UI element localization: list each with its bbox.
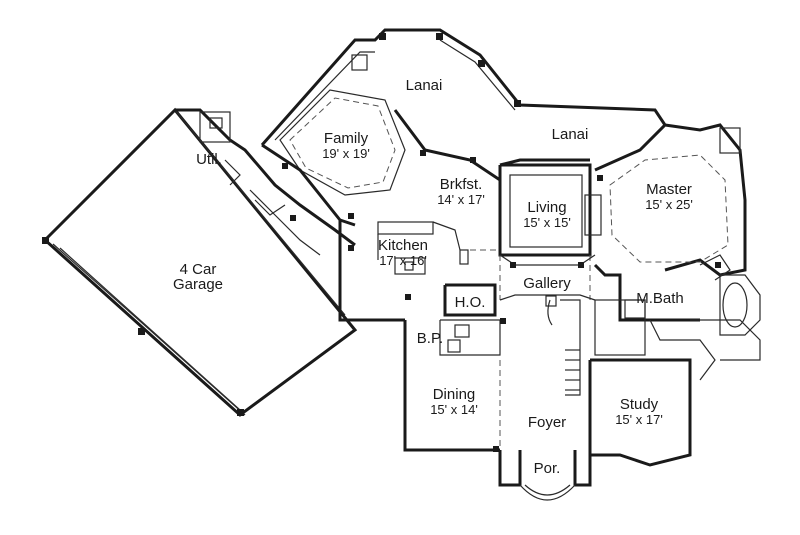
foyer-label: Foyer [527, 414, 567, 431]
utility-walls [175, 108, 356, 256]
office-dining-walls [403, 283, 506, 452]
gallery-walls [499, 254, 596, 301]
family-lanai-walls [260, 28, 667, 227]
lanai-upper-label: Lanai [405, 77, 443, 94]
study-walls [588, 299, 761, 467]
lanai-lower-label: Lanai [551, 126, 589, 143]
brkfst-label: Brkfst.14' x 17' [437, 176, 485, 207]
mbath-label: M.Bath [636, 290, 684, 307]
foyer-walls [498, 255, 592, 501]
garage-walls [42, 107, 358, 417]
util-label: Util. [196, 151, 222, 168]
kitchen-walls [338, 220, 500, 322]
ho-label: H.O. [454, 294, 486, 311]
por-label: Por. [533, 460, 561, 477]
gallery-label: Gallery [523, 275, 571, 292]
bp-label: B.P. [416, 330, 444, 347]
master-walls [594, 123, 747, 277]
